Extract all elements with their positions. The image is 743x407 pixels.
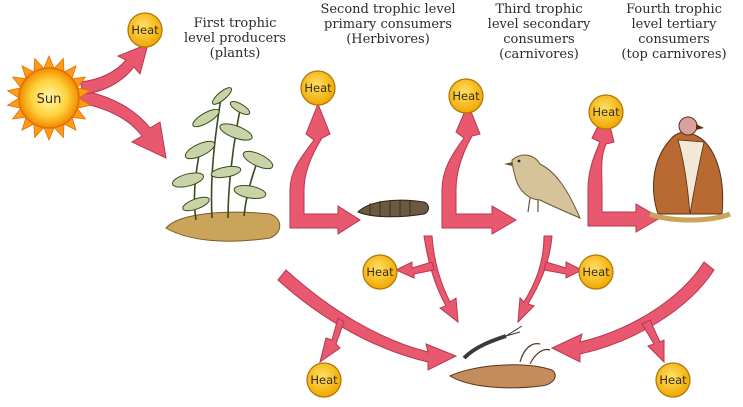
heat-sun-icon: Heat (127, 12, 163, 48)
label-fourth-trophic-level: Fourth trophic level tertiary consumers … (621, 2, 727, 62)
heat-producers-icon: Heat (300, 70, 336, 106)
heat-producers-label: Heat (304, 81, 332, 95)
arrow-sun-to-heat (79, 43, 149, 95)
energy-arrows (75, 43, 715, 371)
arrow-producers-branch (289, 102, 361, 235)
heat-herbivore-decay-label: Heat (366, 265, 394, 279)
sun-label: Sun (37, 92, 62, 107)
arrow-sun-to-plants (75, 89, 167, 159)
caterpillar-icon (357, 199, 429, 218)
heat-herbivores-icon: Heat (448, 78, 484, 114)
bird-icon (504, 154, 581, 219)
heat-carnivore-decay-label: Heat (582, 265, 610, 279)
heat-sun-label: Heat (131, 23, 159, 37)
arrow-topcarnivores-to-decomposers (550, 261, 715, 363)
arrow-herbivores-to-decomposers (423, 235, 459, 324)
vulture-icon (649, 116, 731, 223)
heat-carnivores-icon: Heat (588, 94, 624, 130)
decomposers-icon (448, 325, 556, 389)
heat-carnivores-label: Heat (592, 105, 620, 119)
heat-carnivore-decay-icon: Heat (578, 254, 614, 290)
arrow-herbivores-branch (441, 102, 517, 235)
arrow-carnivores-branch (587, 108, 661, 233)
heat-topcarnivore-decay-icon: Heat (655, 362, 691, 398)
arrow-plants-decomp-heat (319, 317, 345, 364)
arrow-carnivores-decomp-heat (543, 261, 584, 279)
arrow-topcarn-decomp-heat (641, 319, 665, 364)
label-first-trophic-level: First trophic level producers (plants) (183, 16, 287, 61)
label-third-trophic-level: Third trophic level secondary consumers … (487, 2, 591, 62)
sun-icon: Sun (6, 54, 92, 142)
label-second-trophic-level: Second trophic level primary consumers (… (320, 2, 456, 47)
heat-topcarnivore-decay-label: Heat (659, 373, 687, 387)
arrow-plants-to-decomposers (277, 269, 458, 371)
arrow-carnivores-to-decomposers (517, 235, 553, 324)
heat-herbivores-label: Heat (452, 89, 480, 103)
plant-icon (165, 87, 281, 242)
heat-plant-decay-label: Heat (310, 373, 338, 387)
arrow-herbivores-decomp-heat (394, 261, 435, 279)
heat-plant-decay-icon: Heat (306, 362, 342, 398)
heat-herbivore-decay-icon: Heat (362, 254, 398, 290)
